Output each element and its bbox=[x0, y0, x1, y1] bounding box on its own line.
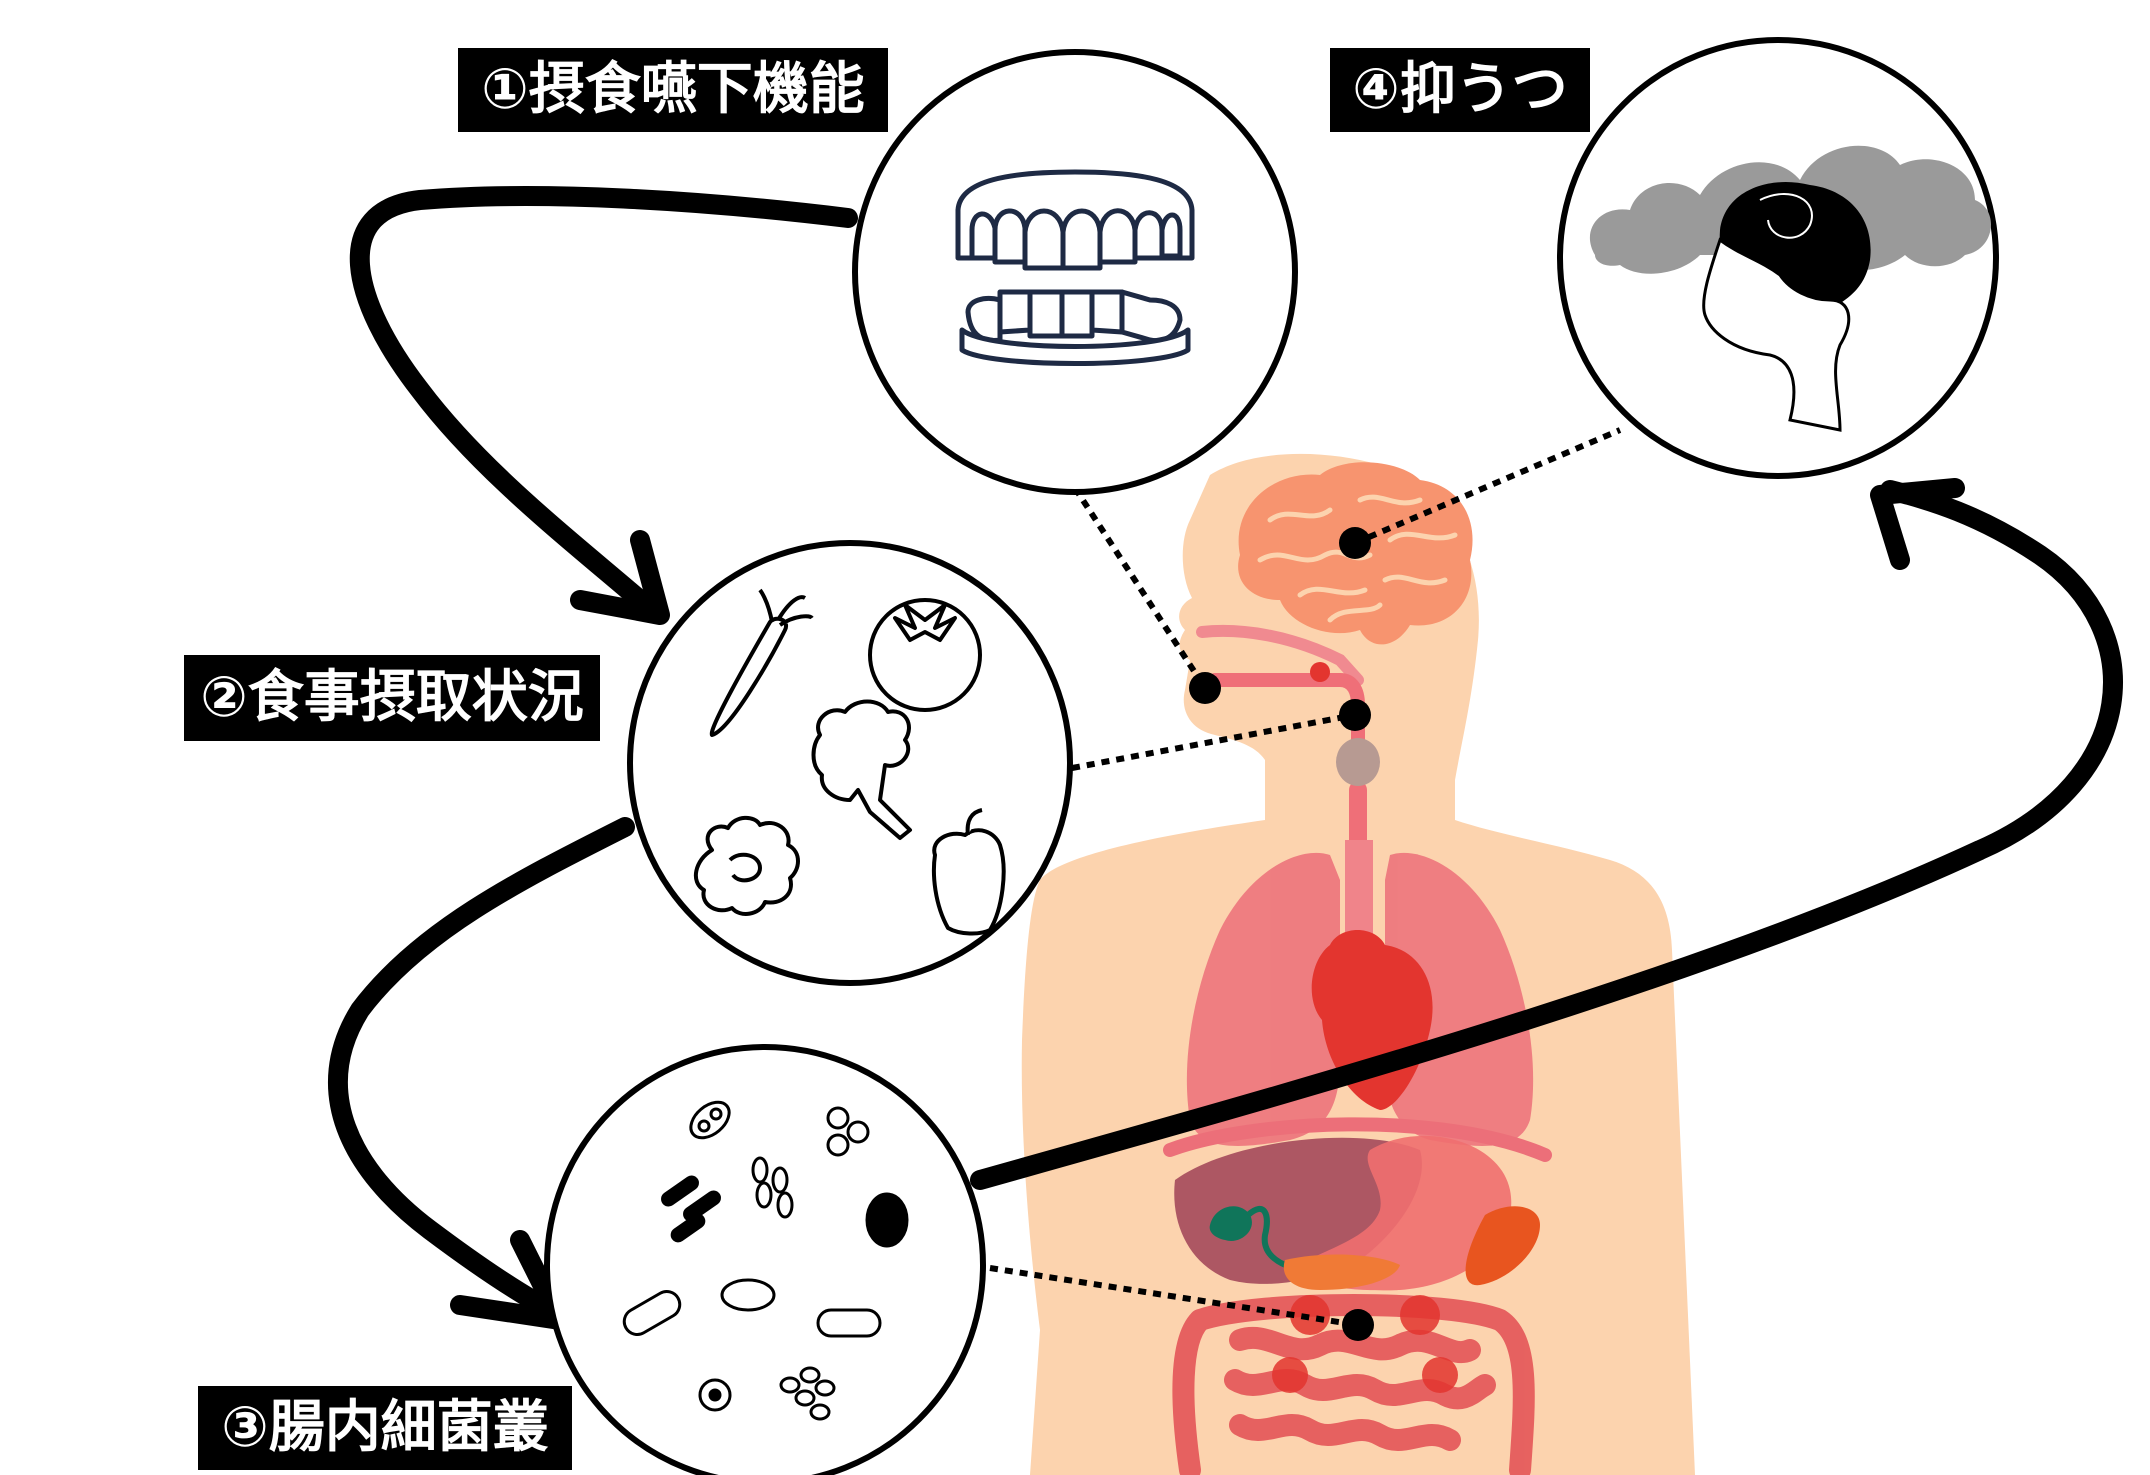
gut-marker-dot bbox=[1342, 1309, 1374, 1341]
vegetables-icon bbox=[693, 588, 1006, 936]
spleen bbox=[1465, 1206, 1540, 1286]
connector-gut-intestine bbox=[989, 1265, 1359, 1328]
gallbladder bbox=[1209, 1206, 1252, 1241]
mouth-marker-dot bbox=[1189, 672, 1221, 704]
arrow-diet-to-gut bbox=[327, 817, 635, 1325]
label-swallowing-function: ①摂食嚥下機能 bbox=[458, 48, 888, 132]
arrow-gut-to-depression bbox=[970, 480, 2123, 1190]
arrow-swallowing-to-diet bbox=[349, 186, 858, 610]
swallowing-circle bbox=[852, 49, 1298, 495]
connector-swallow-mouth bbox=[1072, 486, 1208, 690]
depressed-head-icon bbox=[1589, 145, 1992, 432]
depression-circle bbox=[1557, 37, 1999, 479]
arrowhead-depression bbox=[1870, 478, 1965, 570]
tongue-marker bbox=[1310, 662, 1330, 682]
larynx bbox=[1336, 738, 1380, 786]
label-depression: ④抑うつ bbox=[1330, 48, 1590, 132]
lungs bbox=[1186, 852, 1534, 1146]
label-dietary-intake: ②食事摂取状況 bbox=[184, 655, 600, 741]
label-gut-microbiota: ③腸内細菌叢 bbox=[198, 1386, 572, 1470]
connector-diet-throat bbox=[1071, 712, 1356, 771]
diet-circle bbox=[627, 540, 1073, 986]
gut-circle bbox=[544, 1044, 986, 1475]
dentures-icon bbox=[955, 169, 1195, 366]
human-body bbox=[1021, 453, 1695, 1475]
bacteria-icon bbox=[622, 1100, 909, 1421]
stomach bbox=[1290, 1135, 1512, 1291]
flow-arrows bbox=[327, 186, 2123, 1330]
arrowhead-diet bbox=[570, 530, 670, 625]
dotted-connectors bbox=[989, 427, 1622, 1328]
diaphragm bbox=[1163, 1117, 1552, 1162]
pancreas bbox=[1283, 1254, 1400, 1290]
connector-brain-depression bbox=[1353, 427, 1622, 546]
intestine-loops bbox=[1272, 1295, 1458, 1393]
